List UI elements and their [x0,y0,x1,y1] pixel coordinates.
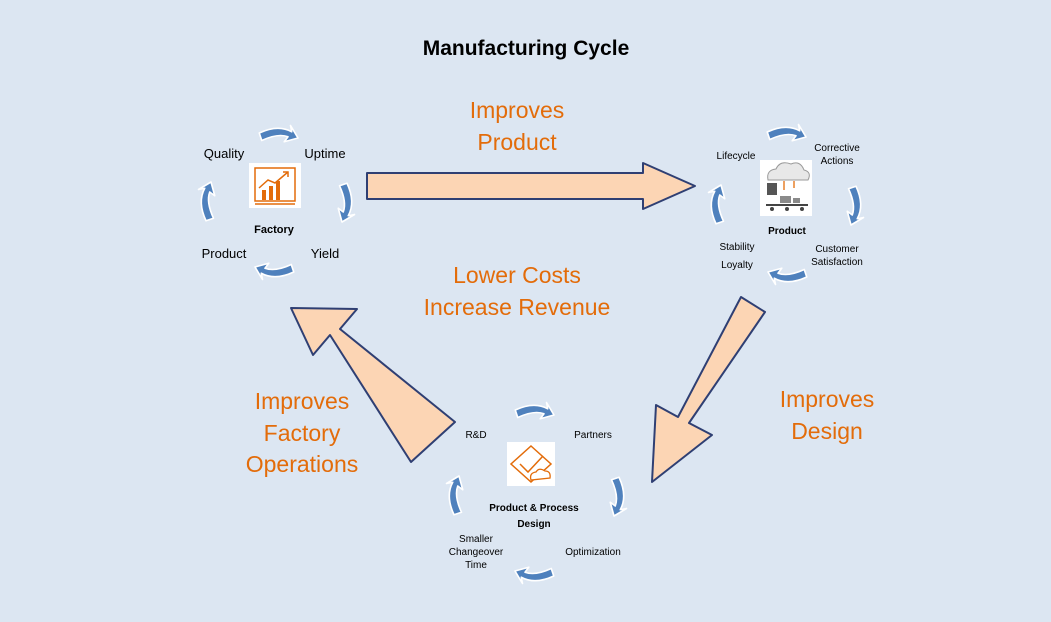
product-stability-label: Stability [719,242,754,253]
product-node: Product Lifecycle Corrective Actions Cus… [707,123,865,286]
factory-node: Factory Quality Uptime Yield Product [197,124,356,281]
design-smaller-label: Smaller [459,534,494,545]
arrow-design-to-factory [290,307,456,463]
cycle-arrow [846,185,865,226]
factory-label: Factory [254,224,295,236]
cycle-arrow [254,262,295,281]
product-label: Product [768,226,806,237]
cycle-arrow [337,182,356,223]
factory-yield-label: Yield [311,246,339,261]
cycle-arrow [258,124,299,143]
design-optimization-label: Optimization [565,547,621,558]
transition-text-factory: Factory [264,420,341,446]
transition-text-product: Product [477,129,557,155]
center-text-lower-costs: Lower Costs [453,262,581,288]
design-label-line2: Design [517,519,550,530]
design-label-line1: Product & Process [489,503,579,514]
center-text-increase-revenue: Increase Revenue [424,294,611,320]
cycle-arrow [197,181,216,222]
arrow-product-to-design [651,296,766,483]
cycle-arrow [767,267,808,286]
design-changeover-label: Changeover [449,547,504,558]
cycle-arrow [766,123,807,142]
transition-text-design: Design [791,418,863,444]
product-loyalty-label: Loyalty [721,260,753,271]
product-customer-label: Customer [815,244,859,255]
factory-uptime-label: Uptime [304,146,345,161]
design-node: Product & Process Design R&D Partners Op… [445,401,628,585]
cycle-arrow [514,401,555,420]
chart-growth-icon [249,163,301,208]
design-rnd-label: R&D [465,430,486,441]
design-check-icon [507,442,555,486]
factory-product-label: Product [202,246,247,261]
transition-text-improves: Improves [780,386,875,412]
transition-text-improves: Improves [470,97,565,123]
diagram-title: Manufacturing Cycle [423,37,630,60]
transition-text-operations: Operations [246,451,359,477]
design-time-label: Time [465,560,487,571]
product-actions-label: Actions [821,156,854,167]
transition-text-improves: Improves [255,388,350,414]
cycle-arrow [514,566,555,585]
arrow-factory-to-product [366,162,696,210]
product-corrective-label: Corrective [814,143,860,154]
factory-quality-label: Quality [204,146,245,161]
cloud-conveyor-icon [760,160,812,216]
design-partners-label: Partners [574,430,612,441]
cycle-arrow [445,475,464,516]
cycle-arrow [609,476,628,517]
cycle-arrow [707,184,726,225]
product-lifecycle-label: Lifecycle [717,151,756,162]
product-satisfaction-label: Satisfaction [811,257,863,268]
